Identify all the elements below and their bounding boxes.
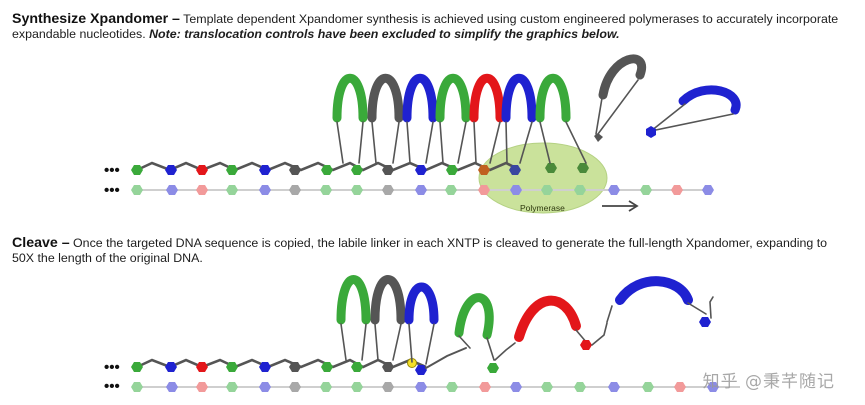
- xntp-green-1: [332, 73, 368, 164]
- ellipsis-template-1: •••: [104, 182, 120, 199]
- synthesize-description: Synthesize Xpandomer – Template dependen…: [12, 12, 852, 42]
- template-dna-strand-2: [131, 382, 740, 392]
- synthesize-note: Note: translocation controls have been e…: [149, 27, 620, 41]
- watermark: 知乎 @秉芊随记: [702, 372, 835, 392]
- cleave-body: Once the targeted DNA sequence is copied…: [12, 236, 828, 265]
- xntp-green-2: [435, 73, 471, 164]
- free-xntp-gray: [594, 54, 647, 142]
- polymerase-blob: Polymerase: [478, 142, 608, 214]
- xpandomer-expansion: [336, 275, 714, 373]
- cleaved-green-1: [336, 275, 371, 361]
- polymerase-label: Polymerase: [520, 203, 565, 213]
- cleaved-green-2: [454, 293, 495, 361]
- xntp-blue-1: [402, 73, 438, 164]
- xntp-red-1: [469, 73, 505, 164]
- synthesize-title: Synthesize Xpandomer –: [12, 11, 180, 27]
- cleave-description: Cleave – Once the targeted DNA sequence …: [12, 236, 852, 266]
- cleaved-blue-2: [606, 276, 707, 323]
- free-xntp-blue: [646, 85, 741, 138]
- ellipsis-template-2: •••: [104, 378, 120, 395]
- template-dna-strand-1: [131, 185, 714, 195]
- synthesized-strand-1: [131, 161, 589, 175]
- ellipsis-strand-1: •••: [104, 162, 120, 179]
- xntp-gray-1: [367, 73, 404, 164]
- cleave-title: Cleave –: [12, 235, 70, 251]
- xntp-green-3: [535, 73, 587, 164]
- synthesize-body: Template dependent Xpandomer synthesis i…: [12, 12, 839, 41]
- synthesized-strand-2: [131, 358, 427, 375]
- xntp-hairpins-1: [332, 73, 587, 164]
- ellipsis-strand-2: •••: [104, 359, 120, 376]
- cleaved-red-1: [514, 295, 588, 344]
- translocation-arrow: [602, 200, 639, 212]
- cleaved-gray-1: [370, 275, 406, 361]
- cleaved-blue-1: [404, 282, 439, 365]
- xntp-blue-2: [501, 73, 537, 164]
